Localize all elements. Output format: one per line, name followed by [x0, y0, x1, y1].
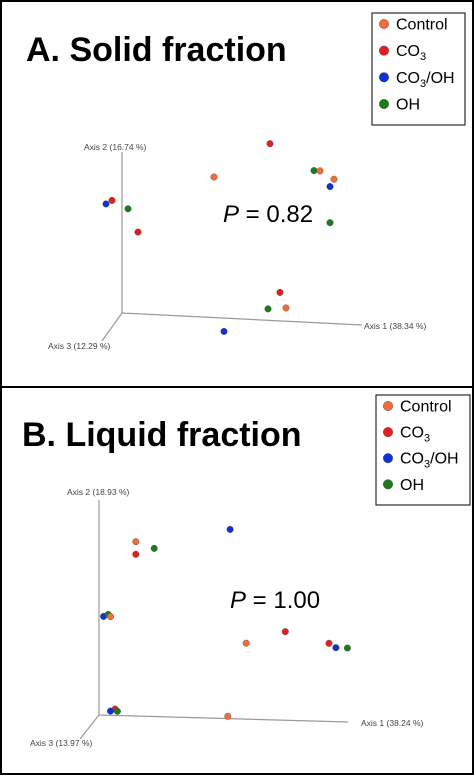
- panel-b-legend-label-2: CO3: [400, 425, 430, 445]
- panel-b-legend-marker-3: [383, 453, 394, 464]
- panel-a-point-11: [134, 228, 142, 236]
- panel-a-chart: A. Solid fraction Axis 2 (16.74 %) Axis …: [26, 12, 466, 351]
- panel-a-p-symbol: P: [223, 201, 239, 228]
- panel-a-axis1-label: Axis 1 (38.34 %): [364, 321, 427, 331]
- panel-b-point-2: [132, 538, 140, 546]
- panel-a-p-value: P = 0.82: [223, 201, 313, 228]
- panel-b-point-9: [242, 639, 250, 647]
- panel-b-legend-marker-1: [383, 400, 394, 412]
- panel-a-legend-label-2: CO3: [396, 43, 426, 63]
- panel-b-point-3: [150, 544, 158, 552]
- panel-b-axis2-label: Axis 2 (18.93 %): [67, 487, 130, 497]
- panel-a-p-number: = 0.82: [239, 201, 313, 228]
- panel-b-point-12: [343, 644, 351, 652]
- panel-a-axis1-line: [121, 312, 363, 326]
- panel-b-legend-label-1: Control: [400, 399, 452, 416]
- panel-b-chart: B. Liquid fraction Axis 2 (18.93 %) Axis…: [22, 394, 471, 748]
- panel-a-axis2-label: Axis 2 (16.74 %): [84, 142, 147, 152]
- panel-b-point-14: [106, 707, 114, 715]
- panel-b-p-number: = 1.00: [246, 587, 320, 614]
- panel-a-legend-marker-3: [379, 72, 390, 83]
- panel-b-axes: Axis 2 (18.93 %) Axis 1 (38.24 %) Axis 3…: [30, 487, 424, 748]
- panel-a-point-6: [326, 183, 334, 191]
- panel-a-point-14: [282, 304, 290, 312]
- panel-a-point-13: [264, 305, 272, 313]
- panel-a-title: A. Solid fraction: [26, 31, 287, 69]
- panel-b-points: [100, 525, 351, 720]
- panel-a-point-4: [316, 167, 324, 175]
- panel-a-legend-marker-1: [379, 19, 390, 30]
- panel-b-axis3-line: [79, 714, 100, 740]
- panel-b-legend-label-4: OH: [400, 477, 424, 494]
- panel-a-legend-marker-4: [379, 98, 390, 109]
- panel-a-point-2: [210, 173, 218, 181]
- panel-a-point-10: [124, 205, 132, 213]
- panel-a-point-15: [220, 327, 228, 335]
- panel-b-point-8: [281, 628, 289, 636]
- panel-a-point-7: [326, 219, 334, 227]
- panel-b-point-1: [226, 525, 234, 533]
- panel-a-legend-marker-2: [379, 45, 390, 56]
- panel-a-points: [102, 140, 338, 335]
- panel-b-axis1-line: [98, 714, 349, 723]
- panel-a-legend-label-1: Control: [396, 17, 448, 34]
- panel-b-axis1-label: Axis 1 (38.24 %): [361, 718, 424, 728]
- panel-b-title: B. Liquid fraction: [22, 416, 302, 454]
- panel-b-point-7: [106, 613, 114, 621]
- panel-a-legend-label-3: CO3/OH: [396, 70, 455, 90]
- panel-a-axis3-line: [101, 312, 123, 342]
- panel-b-legend-marker-2: [383, 427, 394, 438]
- panel-a-point-12: [276, 288, 284, 296]
- panel-b-p-symbol: P: [230, 587, 246, 614]
- panel-divider: [0, 386, 474, 388]
- panel-b-point-10: [325, 639, 333, 647]
- panel-a-axis3-label: Axis 3 (12.29 %): [48, 341, 111, 351]
- panel-b-p-value: P = 1.00: [230, 587, 320, 614]
- panel-a-point-3: [310, 167, 318, 175]
- panel-b-point-16: [224, 712, 232, 720]
- panel-a-point-1: [266, 140, 274, 148]
- panel-b-point-15: [113, 707, 121, 715]
- panel-a-axes: Axis 2 (16.74 %) Axis 1 (38.34 %) Axis 3…: [48, 142, 427, 351]
- panel-b-point-11: [332, 644, 340, 652]
- panel-b-axis3-label: Axis 3 (13.97 %): [30, 738, 93, 748]
- panel-a-point-8: [102, 200, 110, 208]
- panel-b-legend-label-3: CO3/OH: [400, 451, 459, 471]
- panel-a-point-5: [330, 175, 338, 183]
- panel-b-point-4: [132, 550, 140, 558]
- panel-a-legend-label-4: OH: [396, 97, 420, 114]
- panel-b-legend-marker-4: [383, 479, 394, 490]
- panel-a-point-9: [108, 196, 116, 204]
